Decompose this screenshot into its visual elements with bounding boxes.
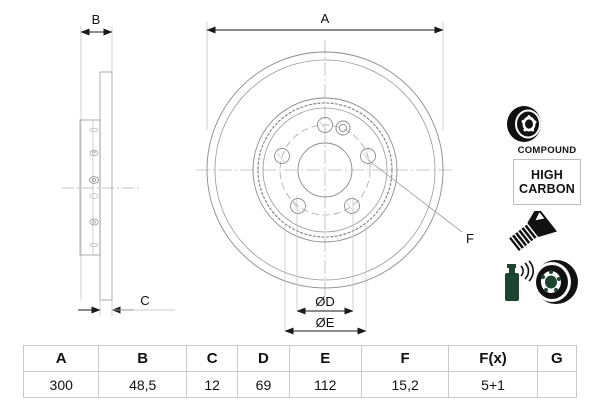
high-carbon-box: HIGH CARBON (513, 159, 581, 205)
high-carbon-line2: CARBON (518, 182, 576, 196)
table-value-row: 300 48,5 12 69 112 15,2 5+1 (22, 371, 578, 398)
table-header-row: A B C D E F F(x) G (22, 345, 578, 372)
countersunk-screw-icon (509, 211, 557, 252)
face-view: A (196, 11, 474, 335)
badge-high-carbon: HIGH CARBON (498, 159, 596, 205)
compound-label: COMPOUND (517, 145, 577, 156)
locating-hole (335, 120, 351, 136)
table-value-a: 300 (22, 371, 100, 398)
table-header-c: C (185, 345, 239, 372)
table-value-g (536, 371, 578, 398)
side-view: B (62, 12, 175, 316)
center-bore-circle (297, 142, 353, 198)
dimension-label-f: F (466, 231, 474, 246)
specification-table: A B C D E F F(x) G 300 48,5 12 69 112 15… (22, 345, 578, 398)
table-value-fx: 5+1 (448, 371, 538, 398)
badge-screw (498, 211, 596, 255)
table-header-a: A (22, 345, 100, 372)
table-header-fx: F(x) (448, 345, 538, 372)
f-leader-line (367, 159, 463, 233)
table-value-c: 12 (185, 371, 239, 398)
table-header-e: E (288, 345, 362, 372)
vent-ring-circle (257, 102, 393, 238)
dimension-label-a: A (321, 11, 330, 26)
spray-can-disc-icon (505, 260, 578, 304)
wheel-bolt-holes (274, 117, 376, 214)
table-header-g: G (536, 345, 578, 372)
dimension-label-b: B (92, 12, 101, 27)
disc-outer-circle (206, 51, 444, 289)
brake-disc-icon (502, 106, 541, 142)
table-header-d: D (237, 345, 290, 372)
disc-outer-inner-circle (214, 59, 436, 281)
table-value-d: 69 (237, 371, 290, 398)
hub-profile (79, 119, 101, 256)
dimension-label-d: ØD (315, 294, 335, 309)
dimension-label-c: C (140, 293, 149, 308)
table-value-e: 112 (288, 371, 362, 398)
badge-compound: COMPOUND (498, 104, 596, 156)
table-value-f: 15,2 (360, 371, 450, 398)
bolt-hole-marks (89, 128, 99, 247)
table-header-b: B (98, 345, 187, 372)
badge-coated (498, 257, 596, 305)
high-carbon-line1: HIGH (530, 168, 564, 182)
feature-badges: COMPOUND HIGH CARBON (498, 104, 596, 305)
bolt-circle (279, 124, 371, 216)
hat-outer-circle (262, 107, 388, 233)
table-header-f: F (360, 345, 450, 372)
friction-ring-inner-circle (252, 97, 398, 243)
table-value-b: 48,5 (98, 371, 187, 398)
dimension-label-e: ØE (316, 315, 335, 330)
spray-can-body (505, 273, 519, 301)
disc-band-profile (99, 71, 113, 301)
